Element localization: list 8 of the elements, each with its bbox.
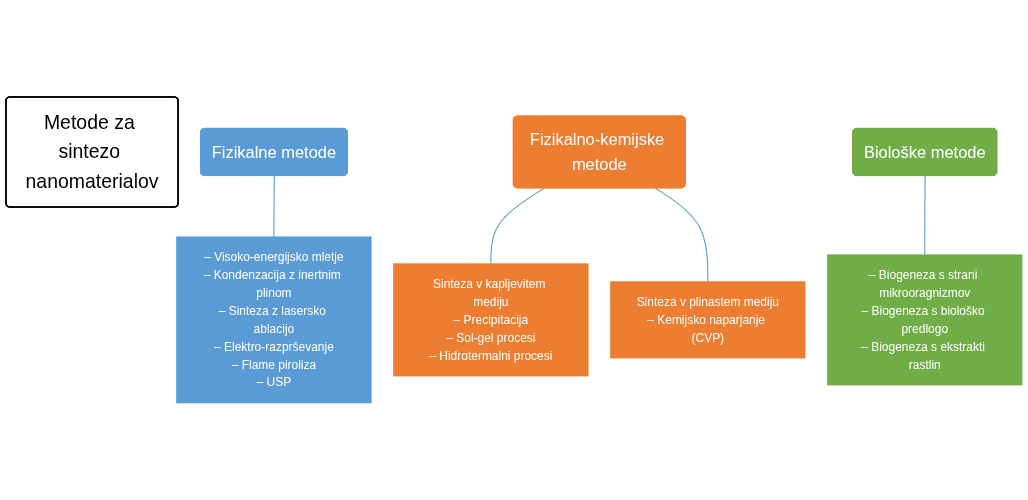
connector <box>924 175 926 256</box>
node-box: – Biogeneza s strani mikrooragnizmov – Biogeneza s biološko predlogo – Biogeneza s ekstrakti rastlin <box>827 254 1023 386</box>
connector <box>490 187 545 265</box>
connector <box>654 187 709 283</box>
node-box: Sinteza v kapljevitem mediju – Precipitacija – Sol-gel procesi – Hidrotermalni procesi <box>393 263 589 377</box>
node-box: – Visoko-energijsko mletje – Kondenzacija z inertnim plinom – Sinteza z lasersko ablacijo – Elektro-razprševanje – Flame piroliza – USP <box>176 236 372 404</box>
connector <box>273 175 275 238</box>
node-box: Sinteza v plinastem mediju – Kemijsko naparjanje (CVP) <box>610 281 806 359</box>
